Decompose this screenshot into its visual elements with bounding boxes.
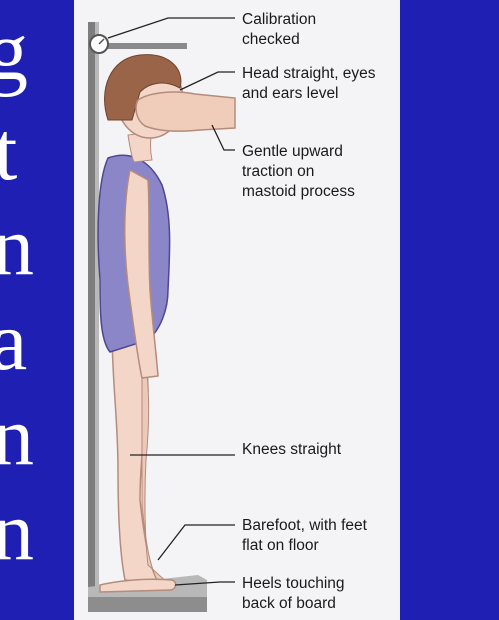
label-head-straight: Head straight, eyes and ears level	[242, 64, 376, 104]
label-calibration-checked: Calibration checked	[242, 10, 316, 50]
label-heels-touching: Heels touching back of board	[242, 574, 345, 614]
label-barefoot: Barefoot, with feet flat on floor	[242, 516, 367, 556]
label-knees-straight: Knees straight	[242, 440, 341, 460]
label-upward-traction: Gentle upward traction on mastoid proces…	[242, 142, 355, 202]
person-figure	[98, 55, 235, 592]
